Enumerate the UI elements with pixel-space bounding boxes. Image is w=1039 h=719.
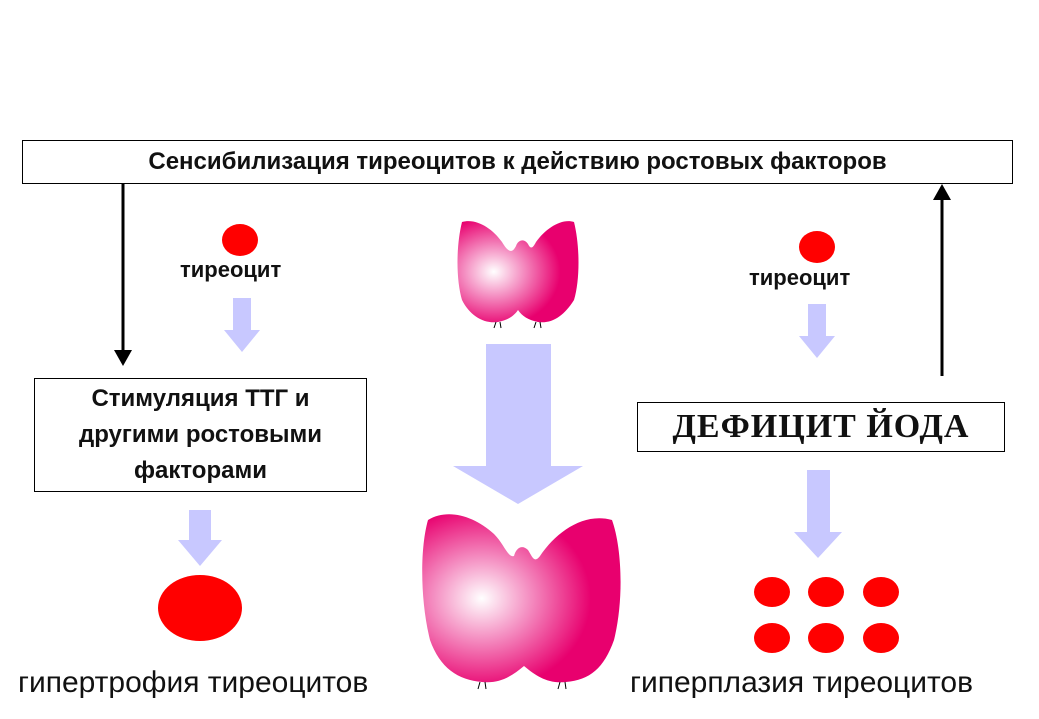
small-arrow-left-top: [224, 298, 260, 352]
sensitization-text: Сенсибилизация тиреоцитов к действию рос…: [148, 148, 887, 175]
small-arrow-right-top: [799, 304, 835, 358]
thyrocyte-cell-right: [799, 231, 835, 263]
stimulation-text-line-1: Стимуляция ТТГ и: [91, 385, 310, 412]
left-down-arrow: [114, 184, 132, 366]
iodine-deficiency-text: ДЕФИЦИТ ЙОДА: [672, 408, 970, 445]
stimulation-text-line-2: другими ростовыми: [78, 421, 323, 448]
thyroid-gland-small: [457, 221, 579, 329]
small-arrow-right-bottom: [794, 470, 842, 558]
stimulation-text-line-3: факторами: [134, 457, 267, 484]
thyrocyte-label-left: тиреоцит: [180, 257, 282, 282]
hyperplasia-cells: [754, 577, 899, 653]
big-center-arrow: [453, 344, 583, 504]
hypertrophy-caption: гипертрофия тиреоцитов: [18, 666, 369, 699]
thyrocyte-label-right: тиреоцит: [749, 265, 851, 290]
thyrocyte-cell-left: [222, 224, 258, 256]
iodine-deficiency-box: ДЕФИЦИТ ЙОДА: [637, 402, 1005, 452]
hyperplasia-caption: гиперплазия тиреоцитов: [630, 666, 974, 699]
sensitization-box: Сенсибилизация тиреоцитов к действию рос…: [22, 140, 1013, 184]
right-up-arrow: [933, 184, 951, 376]
small-arrow-left-bottom: [178, 510, 222, 566]
thyroid-gland-large: [422, 514, 621, 690]
hypertrophied-cell: [158, 575, 242, 641]
stimulation-box: Стимуляция ТТГ и другими ростовыми факто…: [34, 378, 367, 492]
